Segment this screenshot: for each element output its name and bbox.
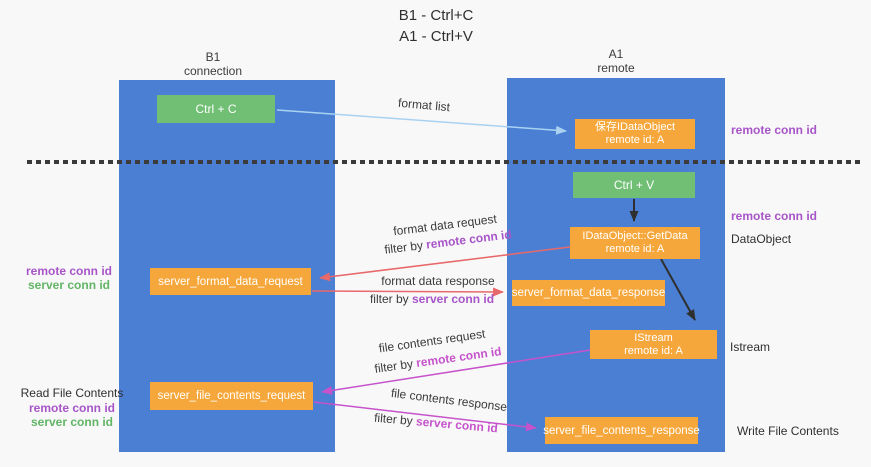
server-format-data-request-label: server_format_data_request <box>158 275 303 288</box>
title-line-ctrl-c: B1 - Ctrl+C <box>398 7 474 24</box>
getdata-line2: remote id: A <box>605 243 665 255</box>
remote-conn-id-label: remote conn id <box>28 401 115 415</box>
dataobject-annotation: DataObject <box>731 232 792 246</box>
lane-a1-title: A1 <box>608 47 624 61</box>
server-conn-id-label: server conn id <box>27 278 111 292</box>
write-file-contents-annotation: Write File Contents <box>737 424 839 438</box>
server-file-contents-request-label: server_file_contents_request <box>157 390 306 402</box>
read-file-contents-annotation: Read File Contents <box>20 386 124 400</box>
format-list-arrow <box>276 109 567 135</box>
format-data-response-arrow <box>311 287 504 297</box>
session-divider-dashed-line <box>27 160 862 164</box>
ctrl-c-label: Ctrl + C <box>195 102 237 116</box>
lane-b1-title: B1 <box>205 50 221 64</box>
save-dataobject-box: 保存IDataObject remote id: A <box>575 119 695 149</box>
server-format-data-request-box: server_format_data_request <box>150 268 311 295</box>
remote-conn-id-annotation-mid: remote conn id <box>731 209 818 223</box>
server-file-contents-response-label: server_file_contents_response <box>543 424 700 437</box>
format-left-conn-ids: remote conn id server conn id <box>14 264 124 292</box>
format-data-response-label: format data response <box>381 274 495 288</box>
ctrl-c-box: Ctrl + C <box>157 95 275 123</box>
format-data-request-arrow <box>319 246 571 282</box>
save-dataobject-line2: remote id: A <box>605 134 665 146</box>
save-dataobject-line1: 保存IDataObject <box>594 121 676 133</box>
lane-b1-subtitle: connection <box>183 64 243 78</box>
getdata-box: IDataObject::GetData remote id: A <box>570 227 700 259</box>
istream-annotation: Istream <box>730 340 771 354</box>
istream-line1: IStream <box>634 331 673 344</box>
getdata-line1: IDataObject::GetData <box>582 230 688 242</box>
getdata-to-istream-arrow <box>660 258 696 321</box>
server-conn-id-highlight: server conn id <box>411 292 495 306</box>
filter-by-text: filter by <box>369 292 412 306</box>
lane-a1-subtitle: remote <box>597 61 635 75</box>
lane-header-a1: A1 remote <box>556 47 676 75</box>
server-file-contents-response-box: server_file_contents_response <box>543 417 700 444</box>
file-contents-request-arrow <box>321 349 591 395</box>
istream-box: IStream remote id: A <box>590 330 717 359</box>
file-left-conn-ids: remote conn id server conn id <box>17 401 127 429</box>
server-format-data-response-label: server_format_data_response <box>511 287 666 299</box>
server-format-data-response-box: server_format_data_response <box>512 280 665 306</box>
remote-conn-id-annotation-top: remote conn id <box>731 123 818 137</box>
ctrl-v-label: Ctrl + V <box>613 178 655 192</box>
title-line-ctrl-v: A1 - Ctrl+V <box>399 28 473 45</box>
file-contents-response-arrow <box>313 401 537 432</box>
remote-conn-id-label: remote conn id <box>25 264 112 278</box>
ctrl-v-box: Ctrl + V <box>573 172 695 198</box>
server-conn-id-label: server conn id <box>30 415 114 429</box>
server-file-contents-request-box: server_file_contents_request <box>150 382 313 410</box>
lane-header-b1: B1 connection <box>153 50 273 78</box>
format-response-filter-label: filter by server conn id <box>370 292 494 306</box>
page-title: B1 - Ctrl+C A1 - Ctrl+V <box>331 5 541 47</box>
istream-line2: remote id: A <box>624 344 683 357</box>
